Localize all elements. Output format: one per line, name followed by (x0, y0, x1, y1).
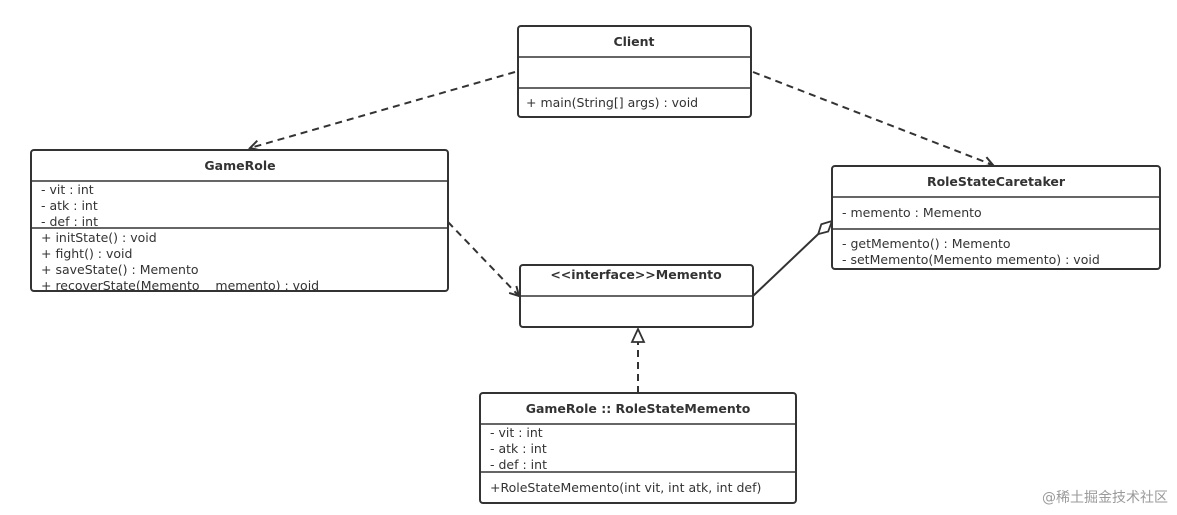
method: + initState() : void (41, 230, 157, 245)
class-rolestatecaretaker[interactable]: RoleStateCaretaker - memento : Memento -… (831, 165, 1161, 270)
method: - getMemento() : Memento (842, 236, 1011, 251)
method: + recoverState(Memento memento) : void (41, 278, 319, 293)
method: +RoleStateMemento(int vit, int atk, int … (490, 480, 761, 495)
attribute: - vit : int (490, 425, 543, 440)
watermark: @稀土掘金技术社区 (1042, 490, 1168, 506)
attribute: - memento : Memento (842, 205, 982, 220)
dependency-client-caretaker (752, 71, 993, 165)
class-gamerole[interactable]: GameRole - vit : int - atk : int - def :… (30, 149, 449, 293)
class-name: GameRole (204, 158, 275, 173)
class-name: GameRole :: RoleStateMemento (526, 401, 751, 416)
attribute: - def : int (490, 457, 547, 472)
class-name: <<interface>>Memento (550, 267, 722, 282)
method: - setMemento(Memento memento) : void (842, 252, 1100, 267)
class-name: RoleStateCaretaker (927, 174, 1066, 189)
class-client[interactable]: Client + main(String[] args) : void (517, 25, 752, 118)
class-rolestatememento[interactable]: GameRole :: RoleStateMemento - vit : int… (479, 392, 797, 504)
interface-memento[interactable]: <<interface>>Memento (519, 264, 754, 328)
class-name: Client (613, 34, 654, 49)
attribute: - atk : int (41, 198, 98, 213)
attribute: - vit : int (41, 182, 94, 197)
aggregation-caretaker-memento (752, 221, 832, 297)
method: + main(String[] args) : void (526, 95, 698, 110)
method: + fight() : void (41, 246, 132, 261)
attribute: - def : int (41, 214, 98, 229)
attribute: - atk : int (490, 441, 547, 456)
dependency-gamerole-memento (447, 221, 519, 296)
method: + saveState() : Memento (41, 262, 199, 277)
dependency-client-gamerole (250, 71, 516, 148)
